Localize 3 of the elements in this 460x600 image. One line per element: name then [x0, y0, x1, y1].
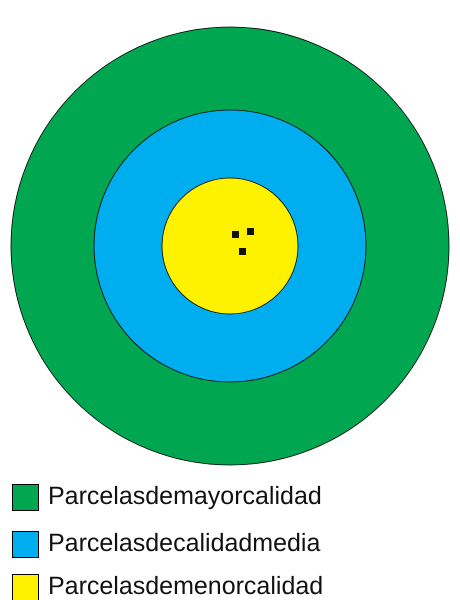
legend-label: Parcelasdemayorcalidad: [48, 481, 322, 511]
legend-label: Parcelasdecalidadmedia: [48, 528, 320, 558]
legend-label: Parcelasdemenorcalidad: [48, 571, 324, 600]
